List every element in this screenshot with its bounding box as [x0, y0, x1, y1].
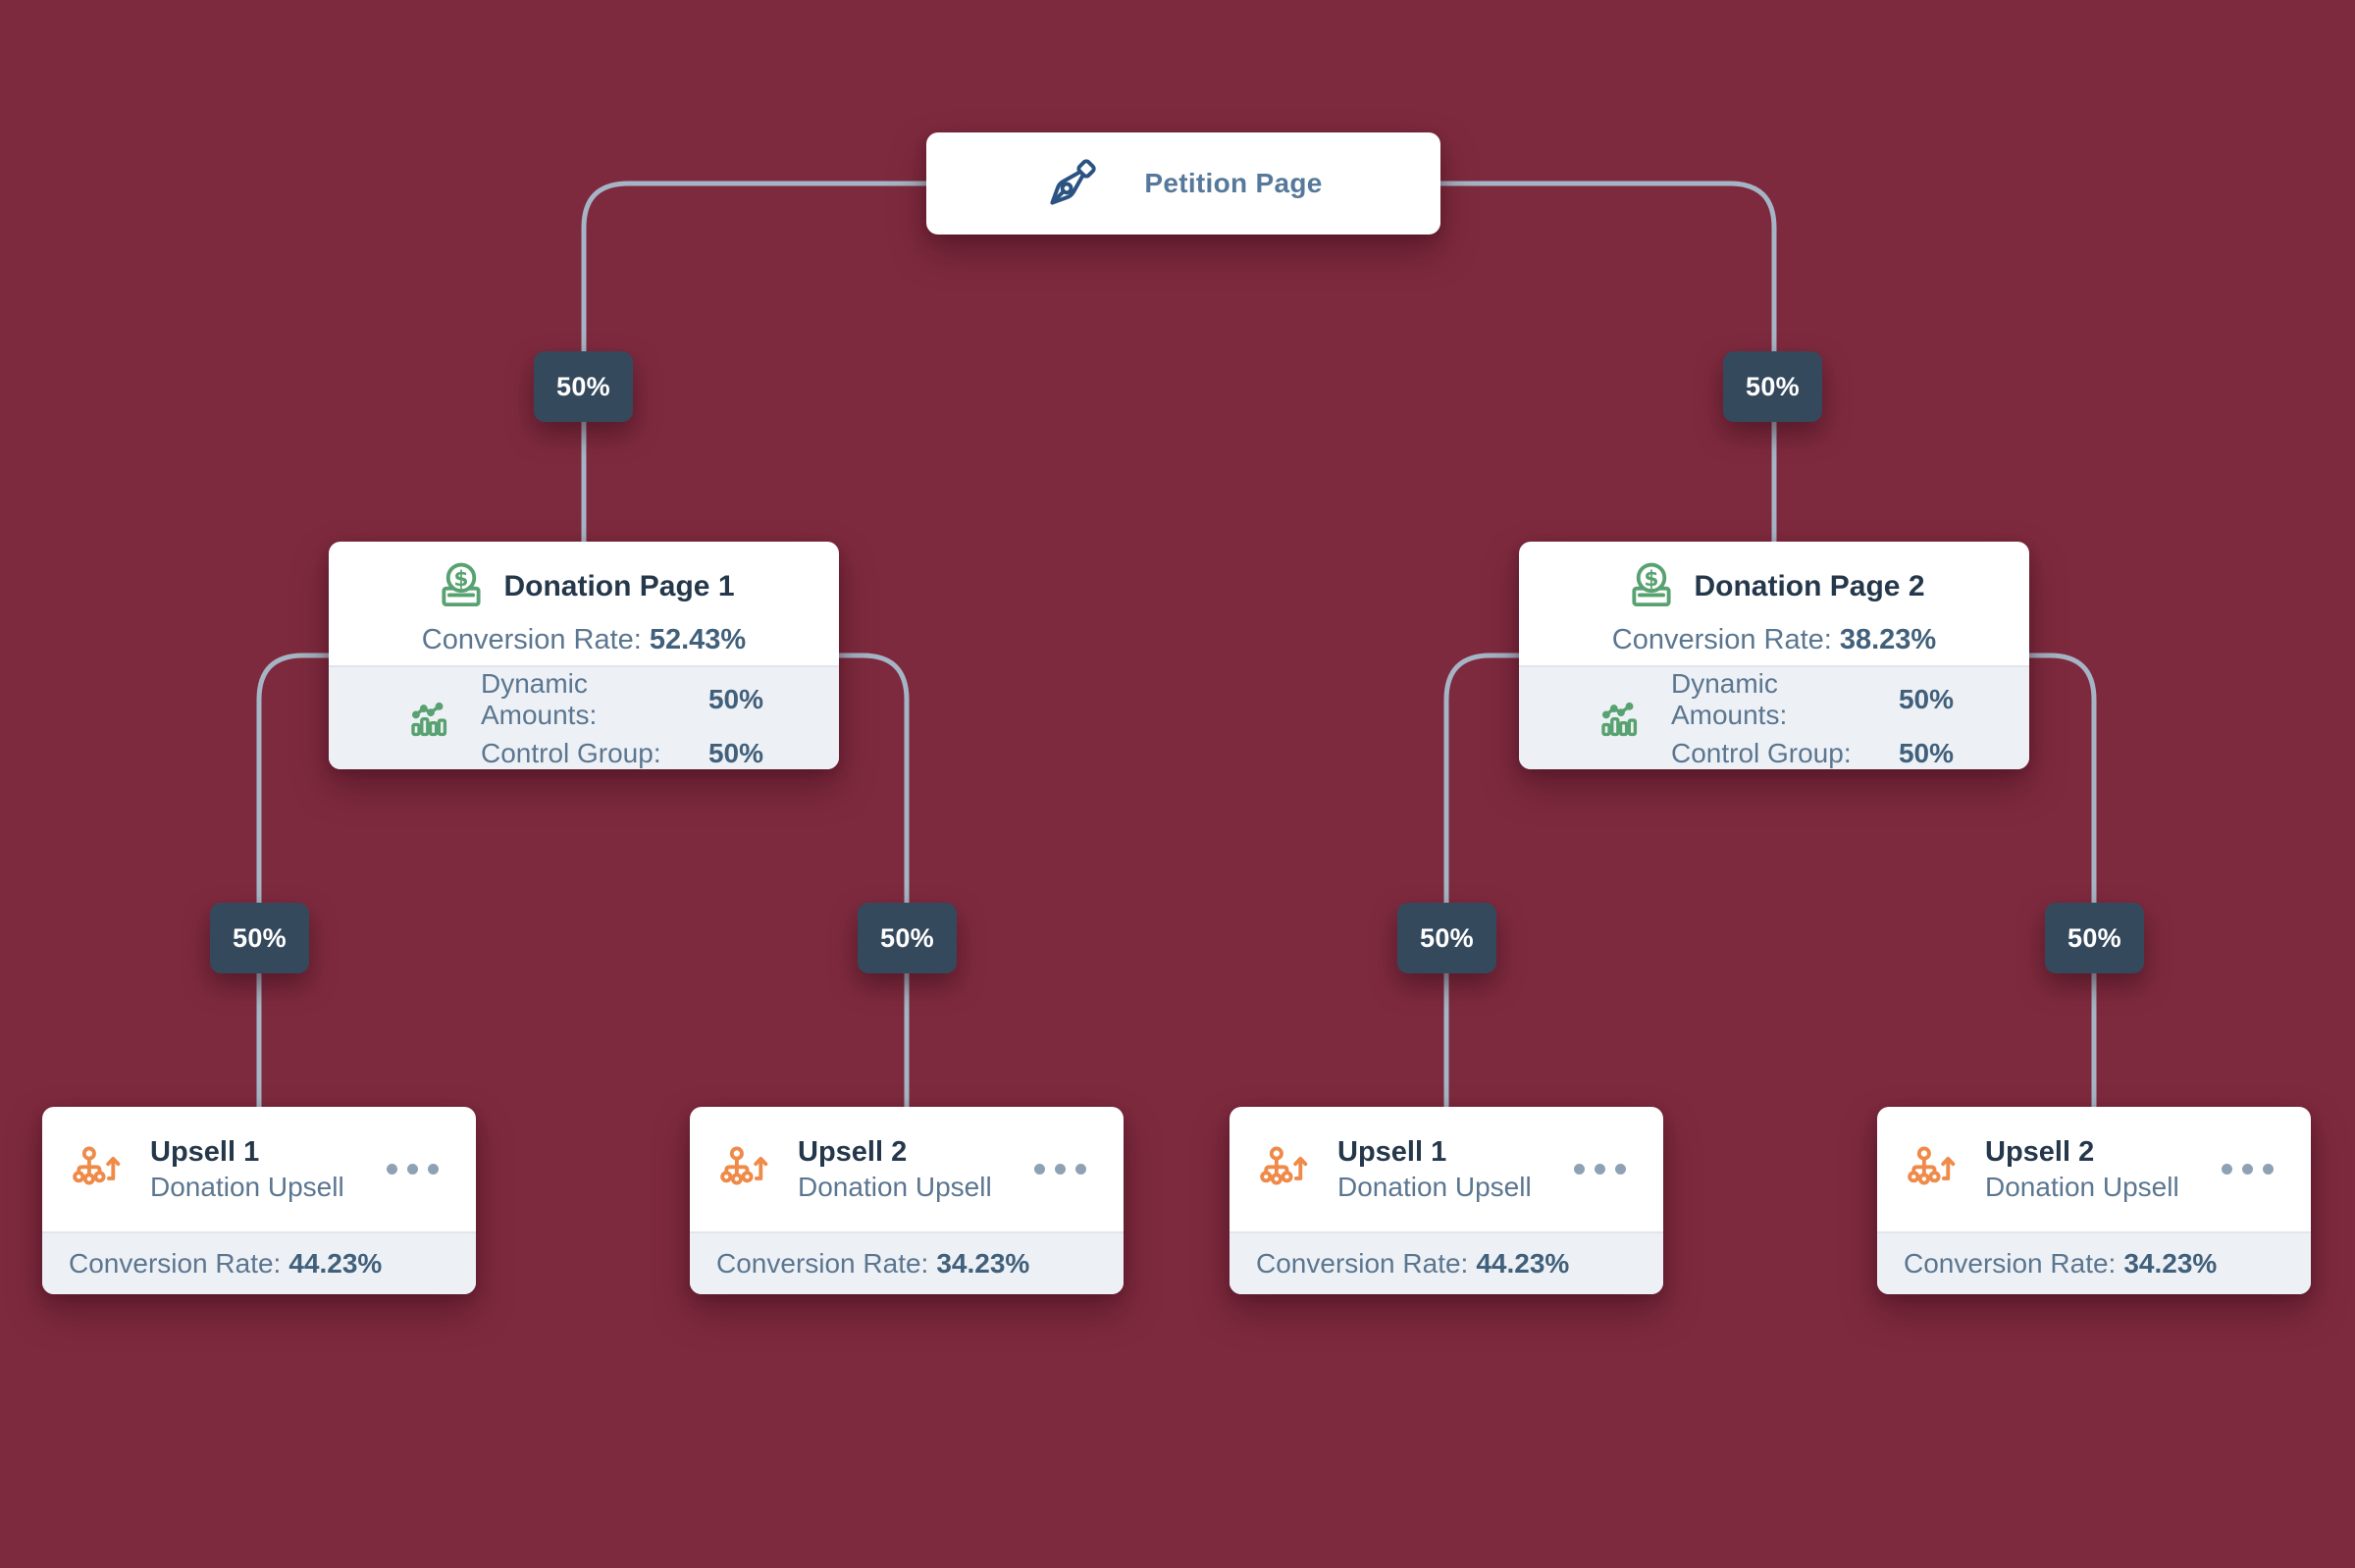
- upsell-node[interactable]: Upsell 2 Donation Upsell Conversion Rate…: [1877, 1107, 2311, 1294]
- ellipsis-menu-icon[interactable]: [387, 1164, 439, 1175]
- conversion-rate: Conversion Rate:44.23%: [1230, 1231, 1663, 1294]
- upsell-subtitle: Donation Upsell: [1337, 1172, 1532, 1202]
- conversion-rate-label: Conversion Rate:: [421, 624, 642, 655]
- connector-donation1-to-upsell1: [256, 653, 332, 1110]
- conversion-rate-value: 34.23%: [936, 1248, 1030, 1279]
- petition-page-node[interactable]: Petition Page: [926, 132, 1440, 235]
- upsell-subtitle: Donation Upsell: [1985, 1172, 2179, 1202]
- split-percentage-badge[interactable]: 50%: [1397, 903, 1496, 973]
- upsell-node[interactable]: Upsell 2 Donation Upsell Conversion Rate…: [690, 1107, 1124, 1294]
- analytics-chart-icon: [404, 692, 457, 745]
- connector-donation1-to-upsell2: [836, 653, 910, 1110]
- conversion-rate-value: 44.23%: [288, 1248, 383, 1279]
- upsell-title: Upsell 2: [1985, 1136, 2095, 1168]
- connector-petition-to-donation2: [1438, 181, 1777, 545]
- upsell-split-icon: [1907, 1141, 1963, 1198]
- donation-page-header: Donation Page 2 Conversion Rate:38.23%: [1519, 542, 2029, 665]
- split-percentage-badge[interactable]: 50%: [534, 351, 633, 422]
- conversion-rate-value: 34.23%: [2123, 1248, 2218, 1279]
- upsell-title: Upsell 1: [150, 1136, 260, 1168]
- donation-page-node[interactable]: Donation Page 1 Conversion Rate:52.43% D…: [329, 542, 839, 769]
- connector-donation2-to-upsell2: [2026, 653, 2097, 1110]
- conversion-rate-label: Conversion Rate:: [716, 1248, 929, 1279]
- split-percentage-badge[interactable]: 50%: [1723, 351, 1822, 422]
- conversion-rate: Conversion Rate:34.23%: [1877, 1231, 2311, 1294]
- ellipsis-menu-icon[interactable]: [1034, 1164, 1086, 1175]
- donation-page-node[interactable]: Donation Page 2 Conversion Rate:38.23% D…: [1519, 542, 2029, 769]
- conversion-rate: Conversion Rate:34.23%: [690, 1231, 1124, 1294]
- conversion-rate: Conversion Rate:44.23%: [42, 1231, 476, 1294]
- upsell-node[interactable]: Upsell 1 Donation Upsell Conversion Rate…: [1230, 1107, 1663, 1294]
- stat-value: 50%: [707, 737, 764, 768]
- donation-page-header: Donation Page 1 Conversion Rate:52.43%: [329, 542, 839, 665]
- stat-value: 50%: [1898, 683, 1955, 714]
- donation-coin-icon: [433, 558, 490, 615]
- split-percentage-badge[interactable]: 50%: [2045, 903, 2144, 973]
- upsell-split-icon: [1259, 1141, 1316, 1198]
- petition-page-label: Petition Page: [1144, 168, 1323, 198]
- stat-label: Dynamic Amounts:: [480, 667, 598, 730]
- stat-value: 50%: [707, 683, 764, 714]
- connector-donation2-to-upsell1: [1443, 653, 1522, 1110]
- stat-label: Control Group:: [1670, 737, 1852, 768]
- split-percentage-badge[interactable]: 50%: [858, 903, 957, 973]
- upsell-split-icon: [72, 1141, 129, 1198]
- donation-page-stats: Dynamic Amounts: 50% Control Group: 50%: [1519, 665, 2029, 769]
- donation-page-title: Donation Page 2: [1694, 570, 1925, 602]
- analytics-chart-icon: [1595, 692, 1648, 745]
- conversion-rate: Conversion Rate:52.43%: [422, 624, 746, 656]
- conversion-rate-label: Conversion Rate:: [1611, 624, 1832, 655]
- pen-nib-icon: [1044, 156, 1099, 211]
- split-percentage-badge[interactable]: 50%: [210, 903, 309, 973]
- conversion-rate-value: 52.43%: [649, 624, 747, 655]
- connector-petition-to-donation1: [581, 181, 929, 545]
- upsell-title: Upsell 1: [1337, 1136, 1447, 1168]
- stat-label: Dynamic Amounts:: [1670, 667, 1788, 730]
- ellipsis-menu-icon[interactable]: [1574, 1164, 1626, 1175]
- upsell-split-icon: [719, 1141, 776, 1198]
- conversion-rate-value: 38.23%: [1839, 624, 1937, 655]
- conversion-rate-value: 44.23%: [1476, 1248, 1570, 1279]
- conversion-rate-label: Conversion Rate:: [1904, 1248, 2117, 1279]
- upsell-subtitle: Donation Upsell: [798, 1172, 992, 1202]
- upsell-subtitle: Donation Upsell: [150, 1172, 344, 1202]
- stat-label: Control Group:: [480, 737, 661, 768]
- upsell-node[interactable]: Upsell 1 Donation Upsell Conversion Rate…: [42, 1107, 476, 1294]
- conversion-rate-label: Conversion Rate:: [69, 1248, 282, 1279]
- conversion-rate: Conversion Rate:38.23%: [1612, 624, 1936, 656]
- donation-coin-icon: [1623, 558, 1680, 615]
- stat-value: 50%: [1898, 737, 1955, 768]
- donation-page-stats: Dynamic Amounts: 50% Control Group: 50%: [329, 665, 839, 769]
- ellipsis-menu-icon[interactable]: [2222, 1164, 2274, 1175]
- donation-page-title: Donation Page 1: [503, 570, 735, 602]
- conversion-rate-label: Conversion Rate:: [1256, 1248, 1469, 1279]
- upsell-title: Upsell 2: [798, 1136, 908, 1168]
